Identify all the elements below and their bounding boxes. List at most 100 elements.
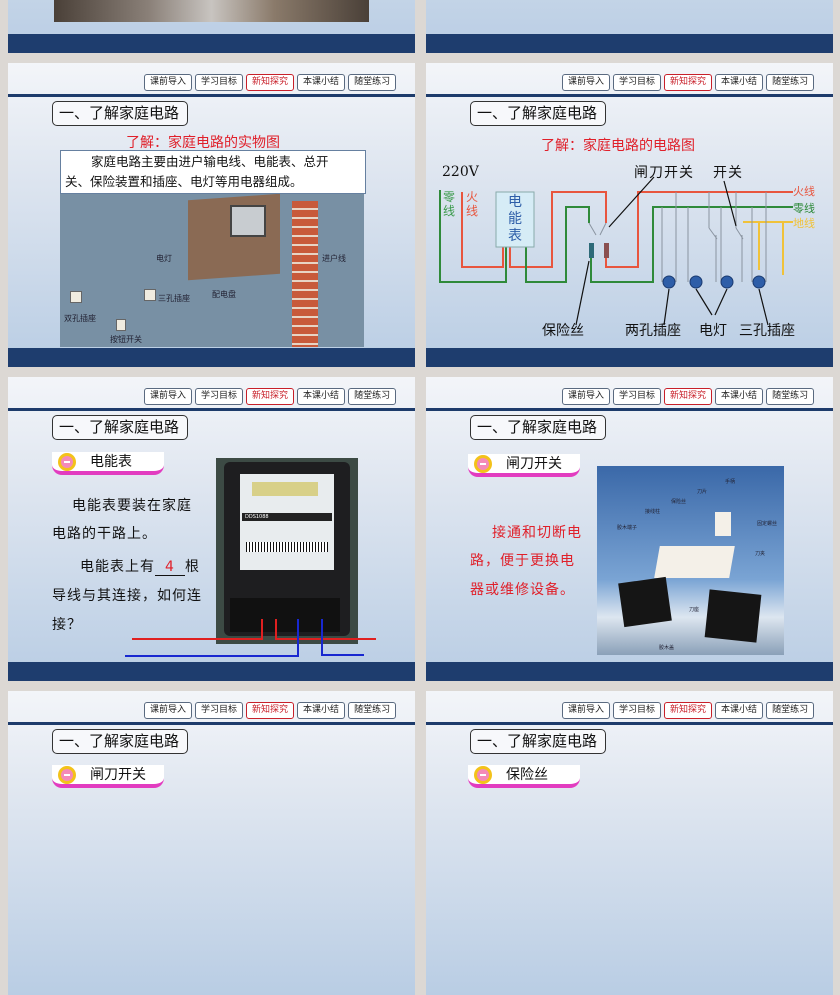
header-divider bbox=[426, 408, 833, 411]
slide-photo bbox=[54, 0, 369, 22]
part-label: 胶木端子 bbox=[617, 525, 638, 531]
nav-button-summary[interactable]: 本课小结 bbox=[715, 388, 764, 405]
badge-label: 电能表 bbox=[90, 454, 132, 470]
nav-button-practice[interactable]: 随堂练习 bbox=[348, 388, 397, 405]
neutral-label: 零线 bbox=[793, 202, 815, 215]
nav-button-goals[interactable]: 学习目标 bbox=[195, 74, 244, 91]
slide-thumbnail-top-right[interactable] bbox=[426, 0, 833, 53]
intro-text-line: 关、保险装置和插座、电灯等用电器组成。 bbox=[65, 174, 303, 189]
nav-button-intro[interactable]: 课前导入 bbox=[144, 388, 193, 405]
slide-nav: 课前导入学习目标新知探究本课小结随堂练习 bbox=[144, 74, 397, 91]
topic-badge: 电能表 bbox=[52, 452, 164, 475]
slide-thumbnail-real-circuit[interactable]: 课前导入学习目标新知探究本课小结随堂练习 一、了解家庭电路 了解：家庭电路的实物… bbox=[8, 63, 415, 367]
nav-button-summary[interactable]: 本课小结 bbox=[297, 74, 346, 91]
nav-button-goals[interactable]: 学习目标 bbox=[195, 702, 244, 719]
intro-text-box: 家庭电路主要由进户输电线、电能表、总开 关、保险装置和插座、电灯等用电器组成。 bbox=[60, 150, 366, 194]
slide-thumbnail-circuit-diagram[interactable]: 课前导入学习目标新知探究本课小结随堂练习 一、了解家庭电路 了解：家庭电路的电路… bbox=[426, 63, 833, 367]
nav-button-summary[interactable]: 本课小结 bbox=[715, 74, 764, 91]
part-label: 刀片 bbox=[697, 489, 708, 495]
nav-button-goals[interactable]: 学习目标 bbox=[613, 74, 662, 91]
lamp-icon bbox=[689, 275, 703, 289]
switch-label: 开关 bbox=[713, 165, 743, 181]
label-inlet: 进户线 bbox=[322, 254, 346, 263]
nav-button-summary[interactable]: 本课小结 bbox=[297, 702, 346, 719]
part-label: 刀座 bbox=[689, 607, 700, 613]
arrow-circle-icon bbox=[58, 453, 76, 471]
nav-button-goals[interactable]: 学习目标 bbox=[613, 702, 662, 719]
two-socket-label: 两孔插座 bbox=[625, 323, 681, 339]
slide-footer bbox=[426, 662, 833, 681]
label-lamp: 电灯 bbox=[156, 254, 172, 263]
body-text: 路，便于更换电 bbox=[470, 553, 575, 569]
nav-button-goals[interactable]: 学习目标 bbox=[195, 388, 244, 405]
part-label: 接线柱 bbox=[645, 509, 661, 515]
nav-button-intro[interactable]: 课前导入 bbox=[562, 74, 611, 91]
branch-wires bbox=[588, 192, 767, 282]
nav-button-practice[interactable]: 随堂练习 bbox=[348, 74, 397, 91]
nav-button-summary[interactable]: 本课小结 bbox=[715, 702, 764, 719]
part-label: 手柄 bbox=[725, 479, 736, 485]
slide-thumbnail-top-left[interactable] bbox=[8, 0, 415, 53]
nav-button-practice[interactable]: 随堂练习 bbox=[766, 702, 815, 719]
part-label: 胶木盖 bbox=[659, 645, 675, 651]
nav-button-intro[interactable]: 课前导入 bbox=[562, 702, 611, 719]
nav-button-explore[interactable]: 新知探究 bbox=[664, 702, 713, 719]
nav-button-practice[interactable]: 随堂练习 bbox=[766, 74, 815, 91]
slide-nav: 课前导入学习目标新知探究本课小结随堂练习 bbox=[562, 702, 815, 719]
nav-button-explore[interactable]: 新知探究 bbox=[246, 74, 295, 91]
body-text: 器或维修设备。 bbox=[470, 582, 575, 598]
nav-button-practice[interactable]: 随堂练习 bbox=[766, 388, 815, 405]
fuse-neutral bbox=[589, 243, 594, 258]
part-label: 固定螺丝 bbox=[757, 521, 778, 527]
meter-box bbox=[495, 191, 535, 248]
fuse-live bbox=[604, 243, 609, 258]
topic-badge: 闸刀开关 bbox=[468, 454, 580, 477]
circuit-diagram bbox=[439, 176, 793, 326]
photo-real-circuit: 电灯 进户线 三孔插座 配电盘 双孔插座 按钮开关 bbox=[60, 191, 364, 347]
slide-thumbnail-fuse[interactable]: 课前导入学习目标新知探究本课小结随堂练习 一、了解家庭电路 保险丝 bbox=[426, 691, 833, 995]
slide-footer bbox=[8, 34, 415, 53]
meter-label: 电能表 bbox=[508, 194, 523, 244]
three-hole-socket-icon bbox=[752, 275, 766, 289]
label-button-switch: 按钮开关 bbox=[110, 335, 142, 344]
nav-button-explore[interactable]: 新知探究 bbox=[246, 702, 295, 719]
nav-button-explore[interactable]: 新知探究 bbox=[664, 388, 713, 405]
slide-footer bbox=[426, 34, 833, 53]
meter-model: DDS1088 bbox=[242, 513, 332, 521]
nav-button-explore[interactable]: 新知探究 bbox=[246, 388, 295, 405]
nav-button-intro[interactable]: 课前导入 bbox=[144, 74, 193, 91]
section-title: 一、了解家庭电路 bbox=[52, 415, 188, 440]
slide-footer bbox=[8, 662, 415, 681]
live-vertical-label: 火线 bbox=[466, 190, 480, 218]
part-label: 刀夹 bbox=[755, 551, 766, 557]
neutral-wire bbox=[439, 190, 793, 283]
neutral-vertical-label: 零线 bbox=[443, 190, 457, 218]
header-divider bbox=[8, 722, 415, 725]
knife-switch-photo: 手柄 刀片 保险丝 接线柱 胶木端子 固定螺丝 刀夹 刀座 胶木盖 bbox=[597, 466, 784, 655]
topic-badge: 闸刀开关 bbox=[52, 765, 164, 788]
arrow-circle-icon bbox=[474, 766, 492, 784]
nav-button-intro[interactable]: 课前导入 bbox=[144, 702, 193, 719]
label-three-socket: 三孔插座 bbox=[158, 294, 190, 303]
lamp-icon bbox=[720, 275, 734, 289]
nav-button-intro[interactable]: 课前导入 bbox=[562, 388, 611, 405]
nav-button-goals[interactable]: 学习目标 bbox=[613, 388, 662, 405]
slide-subtitle: 了解：家庭电路的电路图 bbox=[541, 138, 695, 154]
body-text: 电能表要装在家庭 bbox=[72, 498, 192, 514]
body-text: 接？ bbox=[52, 617, 82, 633]
badge-label: 闸刀开关 bbox=[506, 456, 562, 472]
live-wire bbox=[461, 191, 793, 268]
nav-button-practice[interactable]: 随堂练习 bbox=[348, 702, 397, 719]
slide-footer bbox=[8, 348, 415, 367]
nav-button-summary[interactable]: 本课小结 bbox=[297, 388, 346, 405]
arrow-circle-icon bbox=[474, 455, 492, 473]
slide-thumbnail-knife-switch[interactable]: 课前导入学习目标新知探究本课小结随堂练习 一、了解家庭电路 闸刀开关 接通和切断… bbox=[426, 377, 833, 681]
intro-text-line: 家庭电路主要由进户输电线、电能表、总开 bbox=[91, 154, 329, 169]
nav-button-explore[interactable]: 新知探究 bbox=[664, 74, 713, 91]
body-text: 接通和切断电 bbox=[492, 525, 582, 541]
slide-thumbnail-energy-meter[interactable]: 课前导入学习目标新知探究本课小结随堂练习 一、了解家庭电路 电能表 电能表要装在… bbox=[8, 377, 415, 681]
body-text: 导线与其连接，如何连 bbox=[52, 588, 202, 604]
slide-nav: 课前导入学习目标新知探究本课小结随堂练习 bbox=[562, 74, 815, 91]
header-divider bbox=[8, 408, 415, 411]
slide-thumbnail-knife-switch-2[interactable]: 课前导入学习目标新知探究本课小结随堂练习 一、了解家庭电路 闸刀开关 bbox=[8, 691, 415, 995]
